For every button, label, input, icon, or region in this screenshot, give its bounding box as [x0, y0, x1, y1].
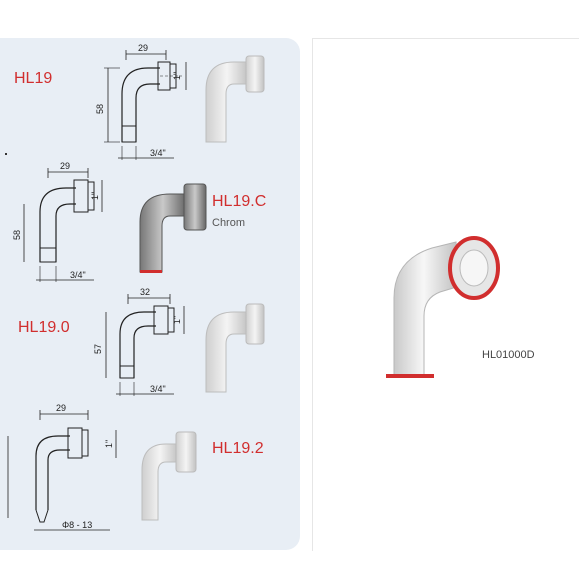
technical-drawing-hl192: 29 1" Φ8 - 13: [7, 403, 117, 531]
technical-drawing-hl19c: 29 1" 58 3/4": [12, 161, 103, 282]
dimension-thread: 1": [90, 192, 100, 200]
technical-drawing-hl190: 32 1" 57 3/4": [93, 287, 185, 396]
product-code-hl19c[interactable]: HL19.C: [212, 193, 267, 210]
dimension-thread: 1": [172, 72, 182, 80]
product-photo-hl19: [205, 55, 265, 143]
dimension-height: 57: [93, 344, 103, 354]
dimension-bottom: 3/4": [150, 384, 166, 394]
dimension-bottom: Φ8 - 13: [62, 520, 92, 530]
bullet-dot: [5, 153, 7, 155]
dimension-width: 32: [140, 287, 150, 297]
product-code-hl190[interactable]: HL19.0: [18, 319, 70, 336]
dimension-width: 29: [138, 43, 148, 53]
product-photo-hl190: [205, 303, 265, 393]
dimension-thread: 1": [172, 316, 182, 324]
dimension-width: 29: [60, 161, 70, 171]
dimension-width: 29: [56, 403, 66, 413]
dimension-height: 58: [95, 104, 105, 114]
dimension-height: 58: [12, 230, 22, 240]
dimension-bottom: 3/4": [150, 148, 166, 158]
technical-drawing-hl19: 29 1" 58 3/4": [95, 43, 187, 160]
product-photo-hl192: [141, 431, 197, 521]
main-product-photo[interactable]: [378, 226, 508, 386]
dimension-thread: 1": [104, 440, 114, 448]
product-preview-panel: [312, 38, 579, 551]
main-product-ref: HL01000D: [482, 349, 535, 361]
product-code-hl19[interactable]: HL19: [14, 70, 53, 87]
dimension-bottom: 3/4": [70, 270, 86, 280]
product-code-hl192[interactable]: HL19.2: [212, 440, 264, 457]
product-photo-hl19c: [139, 183, 207, 273]
product-finish: Chrom: [212, 217, 246, 229]
